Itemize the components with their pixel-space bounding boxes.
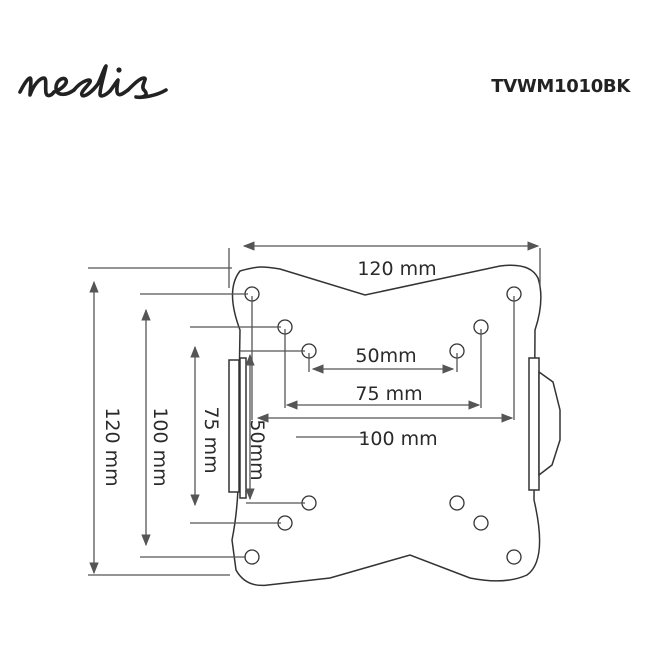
hole-120-bottom-right <box>506 549 522 565</box>
hole-120-bottom-left <box>244 549 260 565</box>
label-height-75: 75 mm <box>200 406 222 473</box>
mounting-plate <box>231 264 542 587</box>
label-height-100: 100 mm <box>149 407 171 486</box>
hole-100-bottom-right <box>473 515 489 531</box>
label-height-120: 120 mm <box>101 407 123 486</box>
label-width-120: 120 mm <box>357 258 436 280</box>
label-width-75: 75 mm <box>355 383 422 405</box>
left-bracket-inner <box>239 357 247 499</box>
right-hinge <box>538 370 561 477</box>
label-width-50: 50mm <box>355 345 416 367</box>
left-bracket <box>228 359 240 493</box>
hole-75-bottom-right <box>449 495 465 511</box>
label-height-50: 50mm <box>246 419 268 480</box>
model-number: TVWM1010BK <box>491 76 630 97</box>
vertical-dimensions <box>88 267 305 576</box>
right-bracket <box>528 357 540 491</box>
label-width-100: 100 mm <box>358 428 437 450</box>
nedis-logo <box>18 64 168 100</box>
